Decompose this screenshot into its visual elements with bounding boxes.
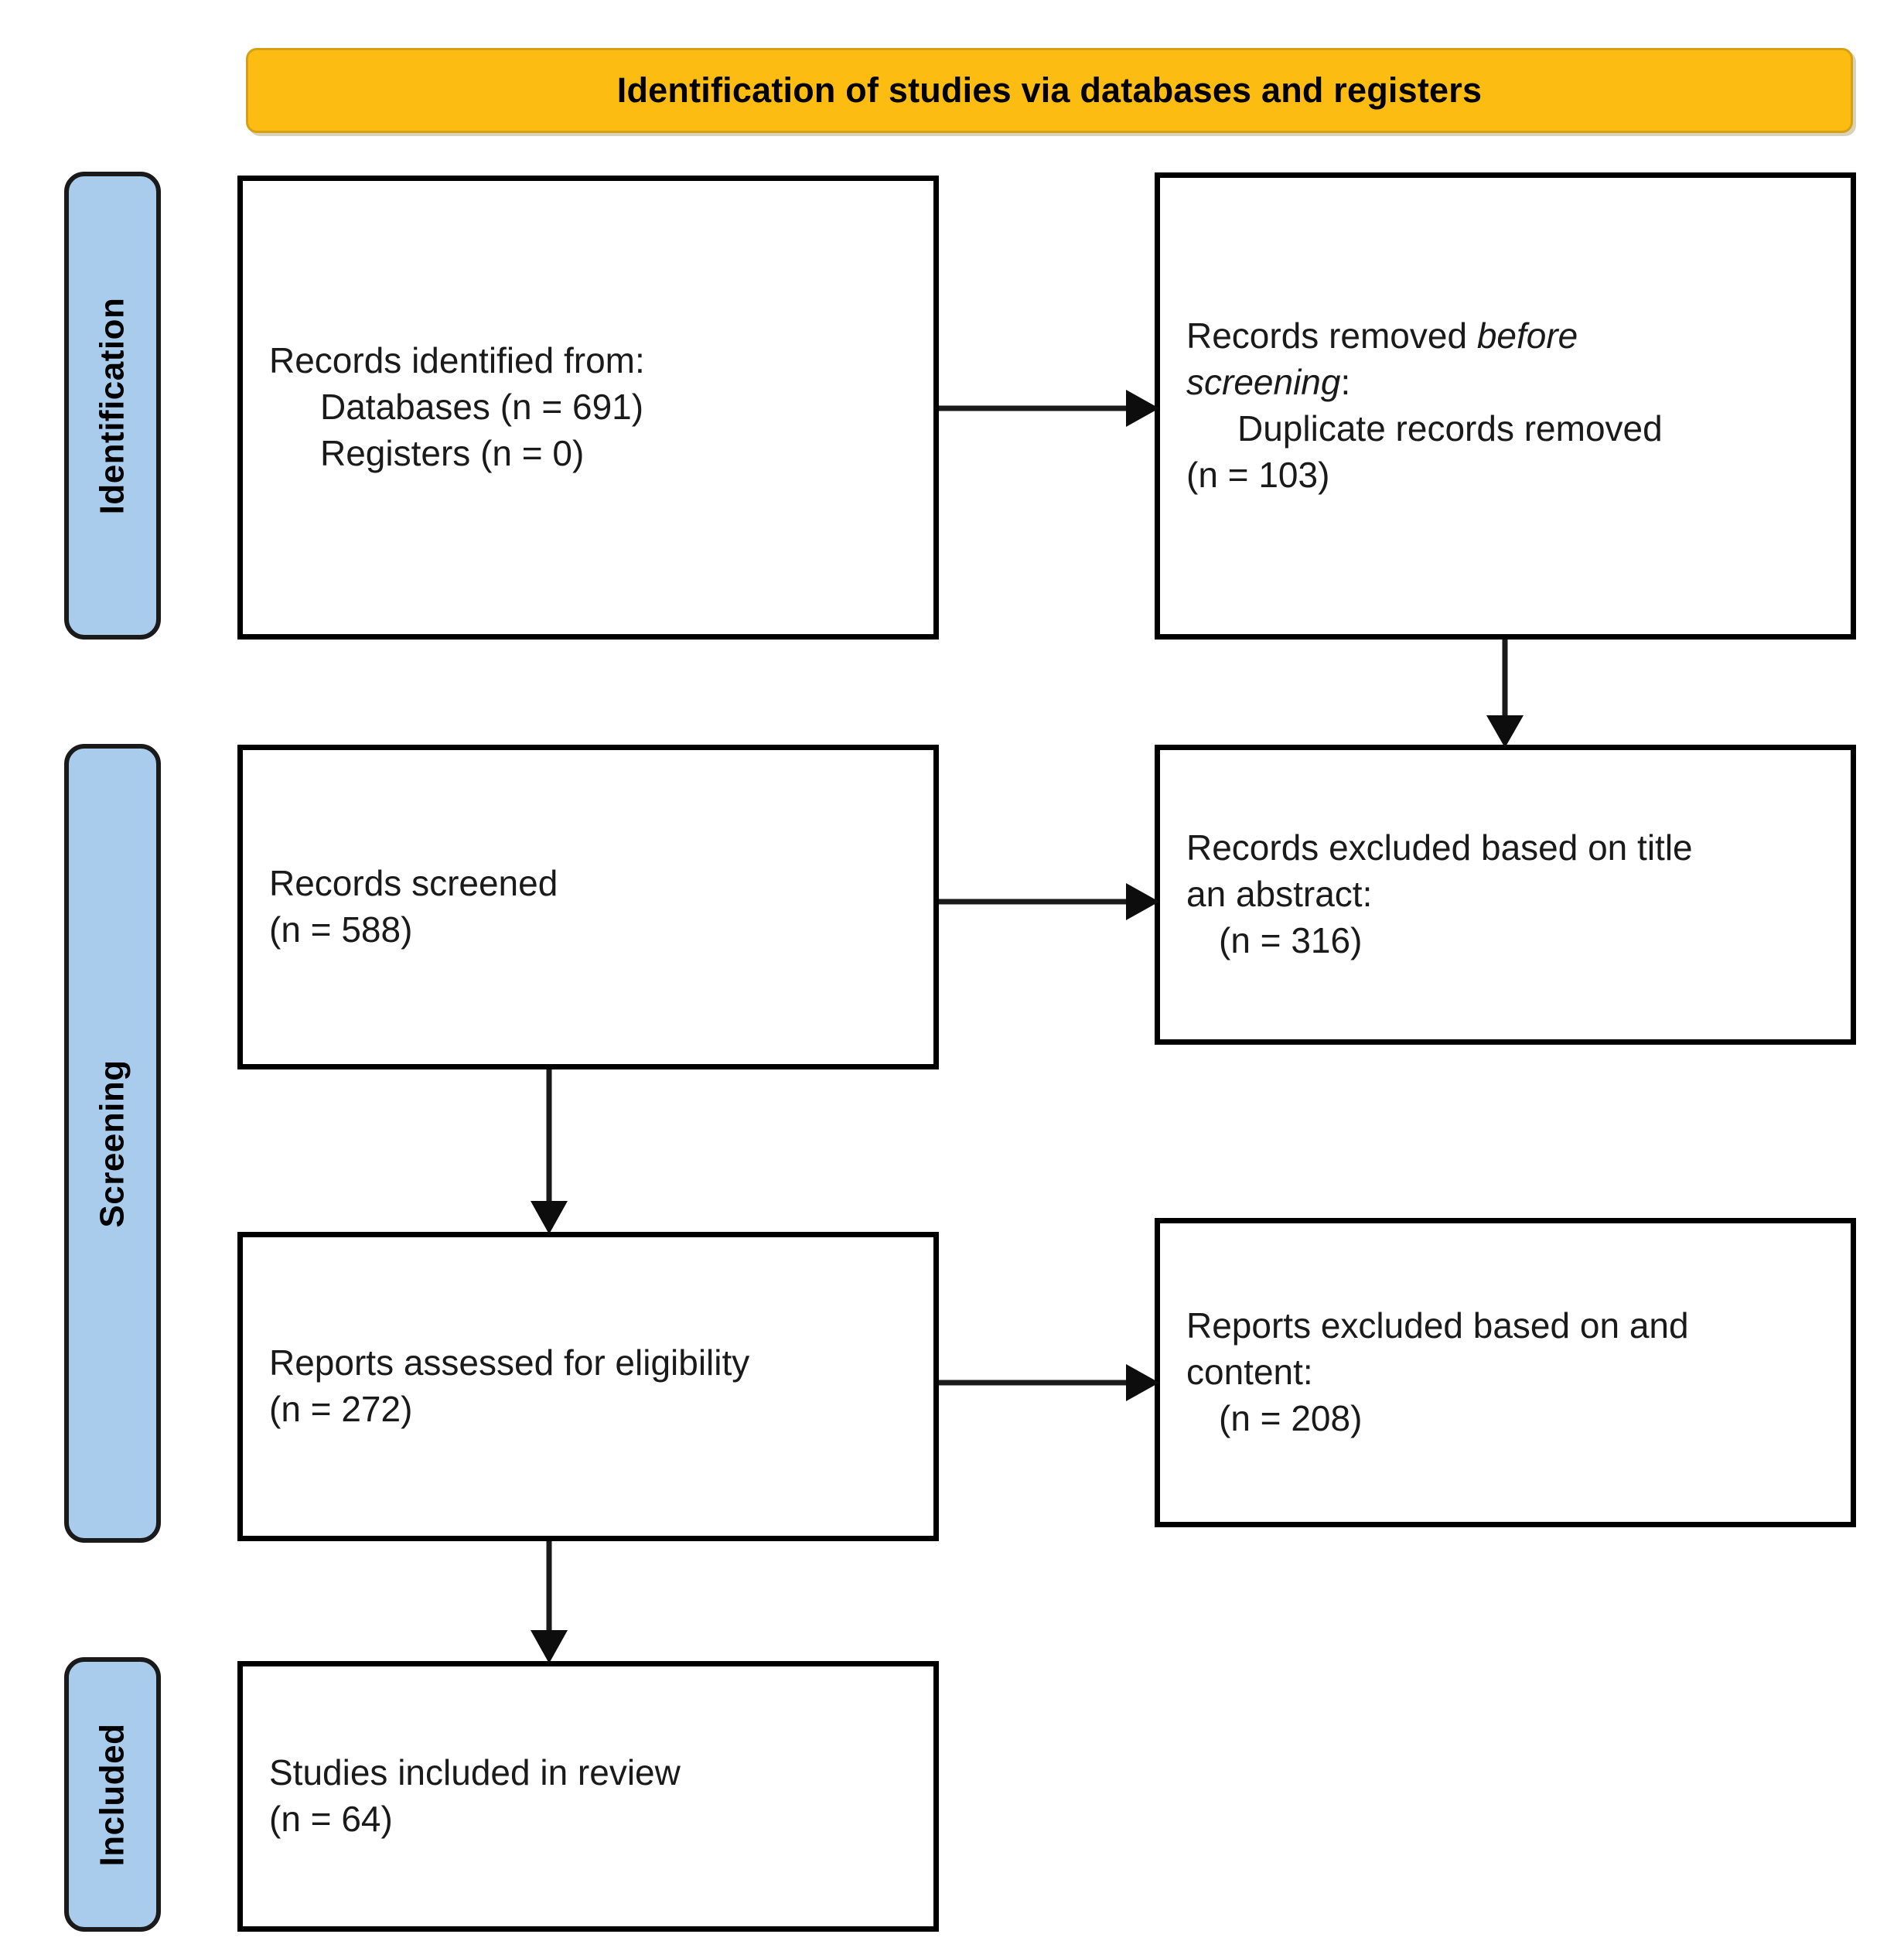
studies-included-count: (n = 64) [269, 1799, 393, 1839]
records-screened-label: Records screened [269, 863, 558, 904]
box-reports-excluded-content: Reports excluded based on and content: (… [1155, 1218, 1856, 1527]
records-excluded-line-1: Records excluded based on title [1186, 827, 1693, 868]
records-removed-italic-screening: screening [1186, 362, 1341, 403]
records-identified-registers: Registers (n = 0) [320, 432, 585, 473]
records-removed-duplicates: Duplicate records removed [1237, 408, 1663, 449]
arrow-identified-to-removed [939, 387, 1159, 430]
box-reports-assessed-eligibility: Reports assessed for eligibility (n = 27… [237, 1232, 939, 1541]
records-excluded-line-2: an abstract: [1186, 874, 1373, 915]
arrow-removed-to-excluded-title [1483, 640, 1527, 748]
box-studies-included-in-review: Studies included in review (n = 64) [237, 1661, 939, 1932]
records-removed-line-2: screening: [1186, 360, 1824, 406]
arrow-screened-to-excluded-title [939, 880, 1159, 923]
phase-label-included: Included [93, 1723, 131, 1866]
arrow-screened-to-assessed [527, 1069, 571, 1234]
box-records-removed-before-screening: Records removed before screening: Duplic… [1155, 172, 1856, 640]
records-removed-colon: : [1340, 362, 1351, 403]
box-records-excluded-title-abstract: Records excluded based on title an abstr… [1155, 745, 1856, 1045]
records-removed-count: (n = 103) [1186, 454, 1330, 495]
reports-assessed-label: Reports assessed for eligibility [269, 1342, 750, 1383]
phase-bar-identification: Identification [64, 172, 161, 640]
phase-bar-included: Included [64, 1657, 161, 1932]
records-excluded-count: (n = 316) [1219, 919, 1363, 960]
records-removed-italic-before: before [1476, 316, 1578, 356]
studies-included-label: Studies included in review [269, 1752, 681, 1793]
phase-bar-screening: Screening [64, 744, 161, 1543]
box-records-identified: Records identified from: Databases (n = … [237, 176, 939, 640]
stage-header-identification: Identification of studies via databases … [246, 48, 1853, 133]
reports-excluded-line-2: content: [1186, 1352, 1313, 1393]
records-screened-count: (n = 588) [269, 909, 413, 950]
reports-assessed-count: (n = 272) [269, 1389, 413, 1429]
records-identified-line-1: Records identified from: [269, 340, 645, 381]
records-identified-databases: Databases (n = 691) [320, 387, 644, 428]
phase-label-screening: Screening [93, 1059, 131, 1228]
arrow-assessed-to-included [527, 1541, 571, 1663]
records-removed-line-1: Records removed before [1186, 313, 1824, 360]
reports-excluded-count: (n = 208) [1219, 1397, 1363, 1438]
box-records-screened: Records screened (n = 588) [237, 745, 939, 1069]
arrow-assessed-to-excluded-content [939, 1361, 1159, 1404]
reports-excluded-line-1: Reports excluded based on and [1186, 1305, 1689, 1346]
stage-header-label: Identification of studies via databases … [616, 70, 1483, 111]
records-removed-prefix: Records removed [1186, 316, 1477, 356]
phase-label-identification: Identification [93, 297, 131, 514]
